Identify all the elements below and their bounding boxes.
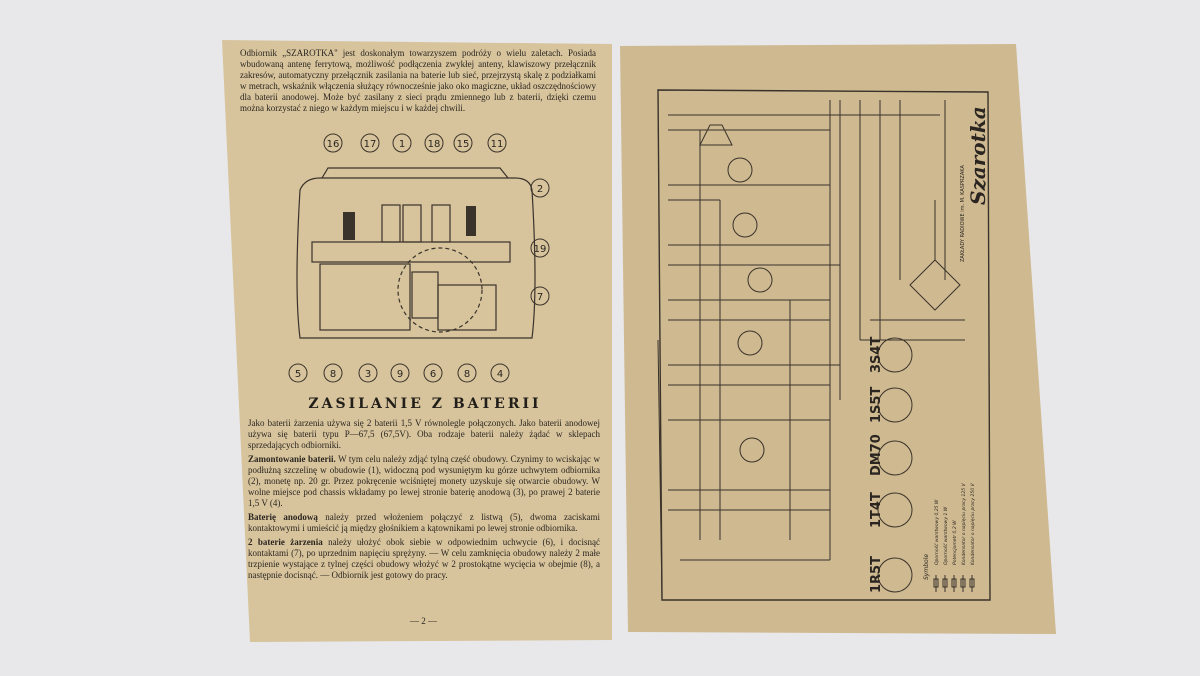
filament-text: należy ułożyć obok siebie w odpowiednim … bbox=[248, 537, 600, 580]
callout-number: 8 bbox=[464, 369, 470, 380]
callout-top-5: 11 bbox=[487, 133, 507, 153]
callout-top-0: 16 bbox=[323, 133, 343, 153]
tube-3S4T: 3S4T bbox=[869, 337, 913, 373]
callout-top-3: 18 bbox=[424, 133, 444, 153]
callout-bottom-2: 3 bbox=[358, 363, 378, 383]
tube-1S5T: 1S5T bbox=[869, 387, 913, 423]
paragraph-filament: 2 baterie żarzenia należy ułożyć obok si… bbox=[248, 537, 600, 581]
mounting-bold: Zamontowanie baterii. bbox=[248, 454, 336, 464]
tube-label: 3S4T bbox=[869, 337, 884, 373]
callout-bottom-4: 6 bbox=[423, 363, 443, 383]
page-number: — 2 — bbox=[410, 616, 437, 626]
callout-number: 4 bbox=[497, 369, 503, 380]
callout-number: 7 bbox=[537, 292, 543, 303]
callout-number: 8 bbox=[330, 369, 336, 380]
tube-1T4T: 1T4T bbox=[869, 492, 913, 528]
mounting-text: W tym celu należy zdjąć tylną część obud… bbox=[248, 454, 600, 508]
maker-label: ZAKŁADY RADIOWE im. M. KASPRZAKA bbox=[960, 165, 966, 262]
callout-right-1: 19 bbox=[530, 238, 550, 258]
anode-text: należy przed włożeniem połączyć z listwą… bbox=[248, 512, 600, 533]
tube-DM70: DM70 bbox=[869, 434, 913, 476]
callout-number: 9 bbox=[397, 369, 403, 380]
callout-number: 1 bbox=[399, 139, 405, 150]
callout-bottom-6: 4 bbox=[490, 363, 510, 383]
legend-item: Potencjometr 0,2 W bbox=[952, 520, 958, 565]
callout-number: 15 bbox=[457, 139, 470, 150]
callout-bottom-0: 5 bbox=[288, 363, 308, 383]
callout-number: 19 bbox=[534, 244, 547, 255]
brand-signature: Szarotka bbox=[966, 106, 990, 205]
callout-right-2: 7 bbox=[530, 286, 550, 306]
callout-bottom-3: 9 bbox=[390, 363, 410, 383]
tube-1R5T: 1R5T bbox=[869, 556, 913, 593]
callout-top-1: 17 bbox=[360, 133, 380, 153]
paragraph-mounting: Zamontowanie baterii. W tym celu należy … bbox=[248, 454, 600, 509]
tube-label: 1T4T bbox=[869, 492, 884, 528]
legend-item: Oporność warstwowy 1 W bbox=[942, 506, 949, 565]
tube-label: 1R5T bbox=[869, 556, 884, 593]
section-heading: ZASILANIE Z BATERII bbox=[308, 396, 542, 412]
callout-number: 5 bbox=[295, 369, 301, 380]
paragraph-anode: Baterię anodową należy przed włożeniem p… bbox=[248, 512, 600, 534]
callout-top-2: 1 bbox=[392, 133, 412, 153]
callout-top-4: 15 bbox=[453, 133, 473, 153]
callout-number: 18 bbox=[428, 139, 441, 150]
callout-bottom-1: 8 bbox=[323, 363, 343, 383]
legend-item: Oporność warstwowy 0,25 W bbox=[933, 499, 940, 565]
legend-item: Kondensator o napięciu pracy 250 V bbox=[970, 483, 976, 565]
callout-number: 16 bbox=[327, 139, 340, 150]
callout-number: 3 bbox=[365, 369, 371, 380]
anode-bold: Baterię anodową bbox=[248, 512, 318, 522]
legend-item: Kondensator o napięciu pracy 125 V bbox=[961, 483, 967, 565]
callout-bottom-5: 8 bbox=[457, 363, 477, 383]
callout-number: 2 bbox=[537, 184, 543, 195]
tube-label: DM70 bbox=[869, 434, 884, 476]
callout-number: 11 bbox=[491, 139, 504, 150]
callout-number: 6 bbox=[430, 369, 436, 380]
legend-title: Symbole bbox=[923, 554, 930, 580]
callout-number: 17 bbox=[364, 139, 377, 150]
intro-paragraph: Odbiornik „SZAROTKA" jest doskonałym tow… bbox=[240, 48, 596, 113]
paragraph-batteries: Jako baterii żarzenia używa się 2 bateri… bbox=[248, 418, 600, 450]
tube-label: 1S5T bbox=[869, 387, 884, 423]
filament-bold: 2 baterie żarzenia bbox=[248, 537, 323, 547]
callout-right-0: 2 bbox=[530, 178, 550, 198]
